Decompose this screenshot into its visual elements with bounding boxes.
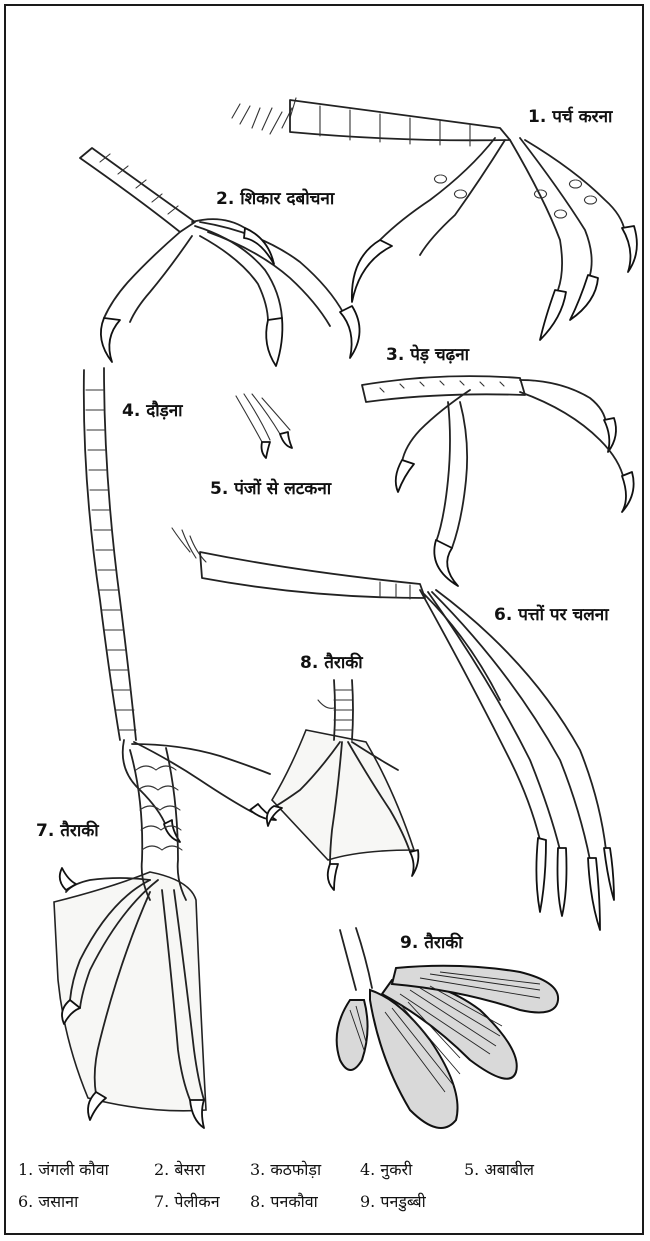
label-swimming-9: 9. तैराकी	[400, 930, 463, 953]
legend-item-2: 2. बेसरा	[154, 1158, 205, 1180]
legend-item-1: 1. जंगली कौवा	[18, 1158, 109, 1180]
label-climbing: 3. पेड़ चढ़ना	[386, 342, 469, 365]
label-hanging: 5. पंजों से लटकना	[210, 476, 331, 499]
webbed-foot-pelican-drawing	[54, 748, 206, 1128]
lobed-foot-grebe-drawing	[337, 928, 558, 1128]
label-running: 4. दौड़ना	[122, 398, 183, 421]
label-grasping: 2. शिकार दबोचना	[216, 186, 334, 209]
running-foot-drawing	[84, 368, 276, 842]
label-leaf-walking: 6. पत्तों पर चलना	[494, 602, 609, 625]
legend-item-3: 3. कठफोड़ा	[250, 1158, 321, 1180]
perching-foot-drawing	[232, 98, 637, 340]
grasping-foot-drawing	[80, 148, 360, 366]
legend-item-9: 9. पनडुब्बी	[360, 1190, 426, 1212]
legend-item-5: 5. अबाबील	[464, 1158, 534, 1180]
label-perching: 1. पर्च करना	[528, 104, 612, 127]
legend-item-4: 4. नुकरी	[360, 1158, 412, 1180]
hanging-foot-drawing	[236, 394, 292, 458]
legend-item-6: 6. जसाना	[18, 1190, 78, 1212]
legend-item-7: 7. पेलीकन	[154, 1190, 220, 1212]
webbed-foot-cormorant-drawing	[267, 680, 419, 890]
legend-item-8: 8. पनकौवा	[250, 1190, 318, 1212]
label-swimming-7: 7. तैराकी	[36, 818, 99, 841]
leaf-walking-foot-drawing	[172, 528, 614, 930]
label-swimming-8: 8. तैराकी	[300, 650, 363, 673]
climbing-foot-drawing	[362, 376, 634, 586]
